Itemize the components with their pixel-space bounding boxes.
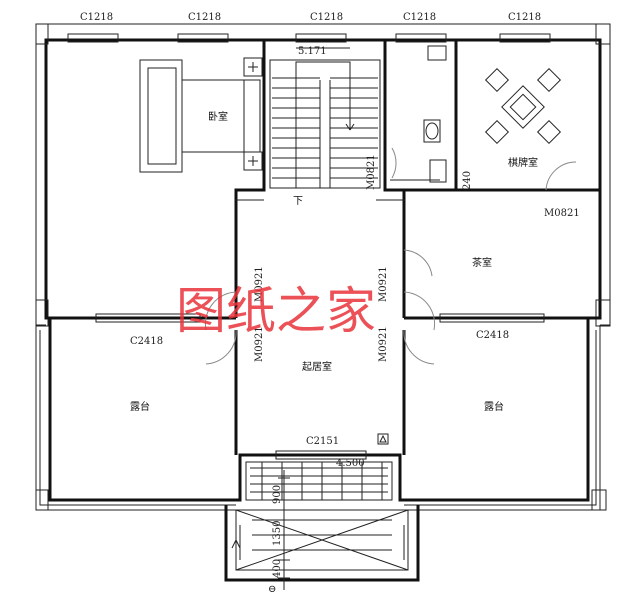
door-label-m0921-right-upper: M0921 [378, 266, 389, 302]
window-label-c1218-2: C1218 [188, 12, 221, 23]
dimension-240: 240 [462, 171, 473, 190]
room-label-tea-room: 茶室 [472, 256, 492, 269]
dimension-400: 400 [272, 559, 283, 578]
door-label-m0921-left-upper: M0921 [254, 266, 265, 302]
door-label-m0921-left-lower: M0921 [254, 326, 265, 362]
terrace-windows [95, 313, 545, 460]
stair [269, 47, 381, 189]
entrance-canopy [224, 461, 420, 582]
elevation-4500: 4.500 [336, 458, 365, 469]
window-label-c2151: C2151 [306, 436, 339, 447]
dimension-lines-entrance [278, 470, 290, 590]
top-windows [67, 33, 551, 43]
window-label-c1218-3: C1218 [310, 12, 343, 23]
bed [139, 57, 263, 173]
window-label-c1218-4: C1218 [403, 12, 436, 23]
room-label-living-room: 起居室 [302, 360, 332, 373]
door-label-m0821-bath: M0821 [366, 154, 377, 190]
watermark: 图纸之家 [176, 282, 376, 340]
door-label-m0821-chess: M0821 [544, 208, 580, 219]
window-label-c1218-1: C1218 [80, 12, 113, 23]
dimension-900: 900 [272, 485, 283, 504]
room-label-chess-room: 棋牌室 [508, 156, 538, 169]
stair-elevation: 5.171 [298, 46, 327, 57]
room-label-bedroom: 卧室 [208, 110, 228, 123]
floor-drain-icon [377, 433, 389, 445]
dimension-1350: 1350 [272, 521, 283, 546]
door-label-m0921-right-lower: M0921 [378, 326, 389, 362]
room-label-terrace-right: 露台 [484, 400, 504, 413]
door-swing-chess [545, 161, 577, 191]
door-swing-bath [391, 147, 397, 179]
window-label-c2418-right: C2418 [476, 330, 509, 341]
window-label-c1218-5: C1218 [508, 12, 541, 23]
interior-walls [46, 40, 600, 455]
bathroom-fixtures [390, 45, 447, 183]
room-label-terrace-left: 露台 [130, 400, 150, 413]
axis-tick-symbol: ⊖ [268, 584, 276, 595]
stair-down-label: 下 [293, 196, 303, 207]
window-label-c2418-left: C2418 [130, 336, 163, 347]
door-swings-living [204, 249, 436, 365]
chess-table [484, 67, 562, 145]
